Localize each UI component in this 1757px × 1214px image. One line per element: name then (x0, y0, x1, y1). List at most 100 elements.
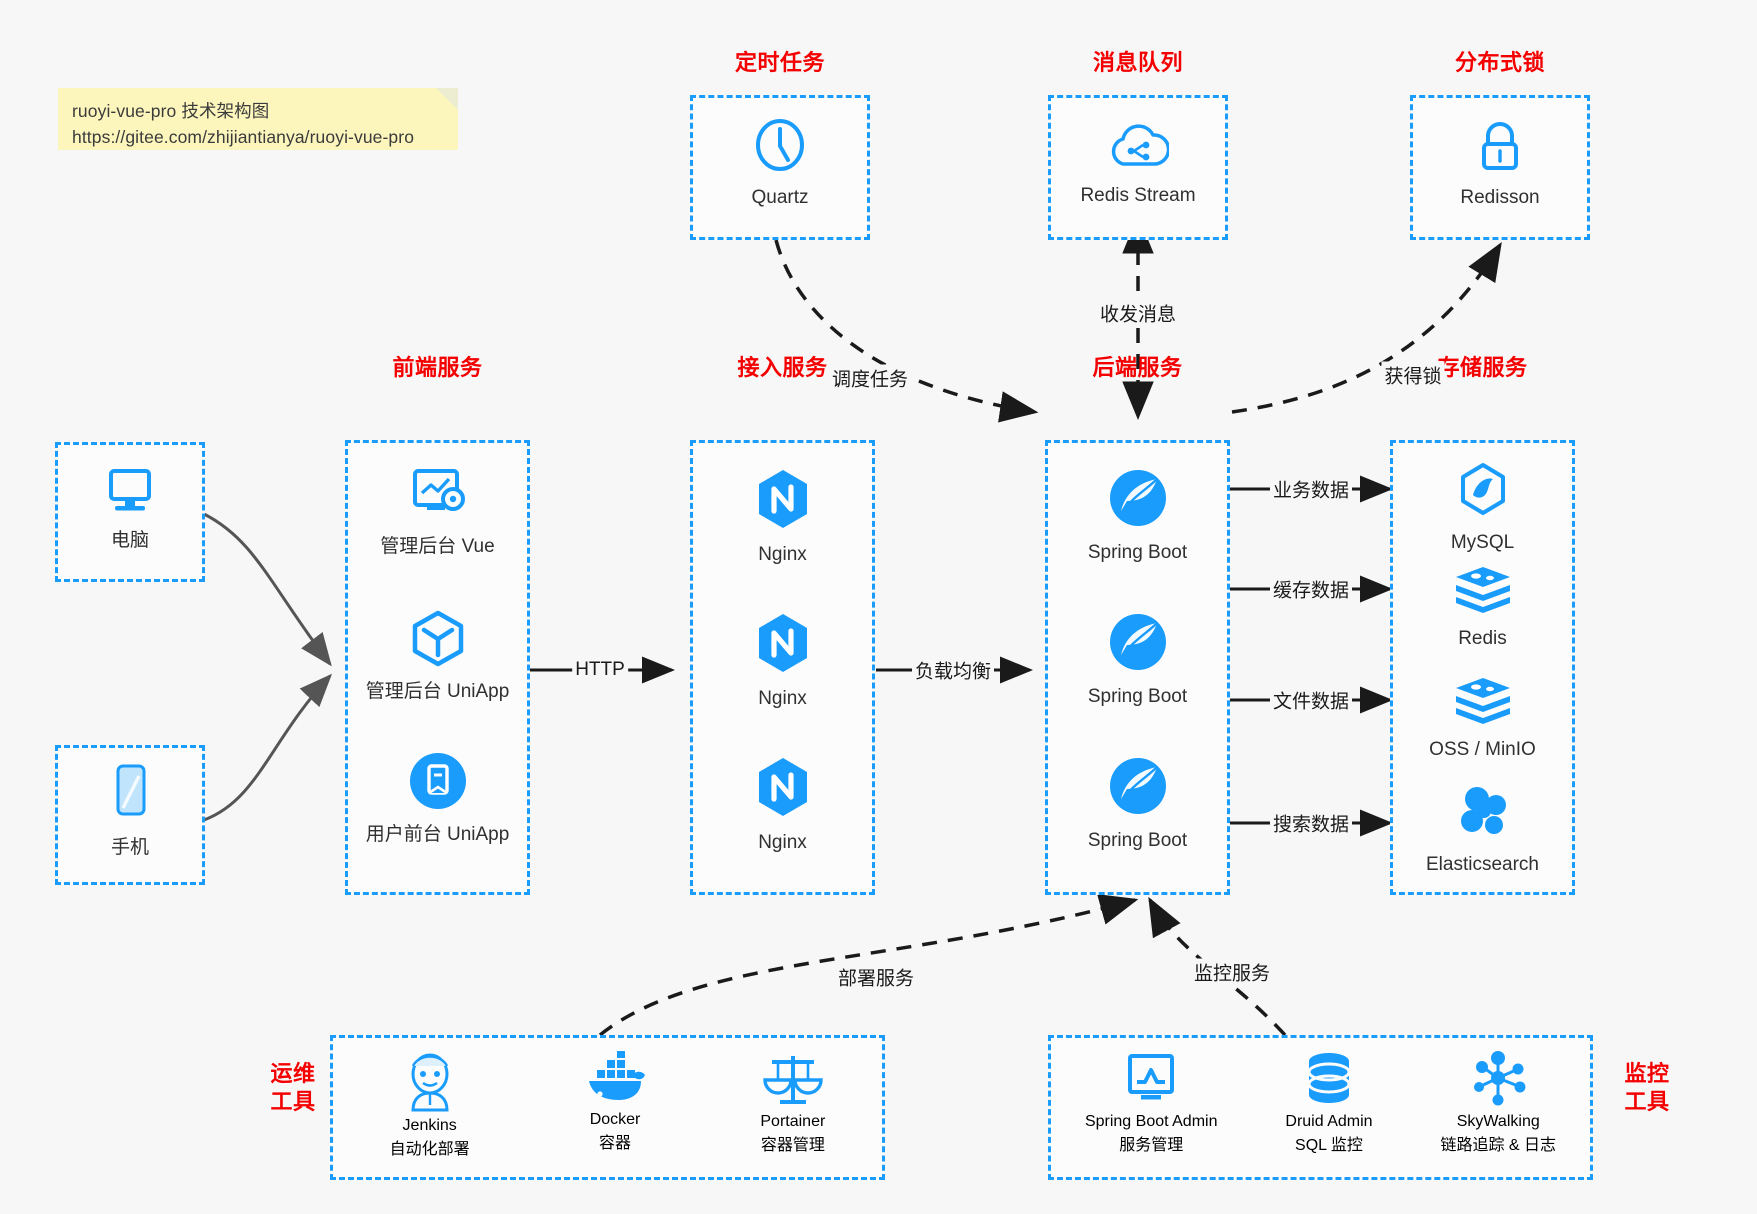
group-title-backend: 后端服务 (1092, 355, 1183, 380)
node-label: 手机 (110, 837, 149, 858)
docker-icon (583, 1050, 647, 1111)
node-portainer[interactable]: Portainer 容器管理 (760, 1050, 825, 1159)
jenkins-icon (400, 1050, 460, 1117)
node-label: Redis (1458, 628, 1507, 649)
desktop-computer-icon (101, 463, 159, 522)
note-url: https://gitee.com/zhijiantianya/ruoyi-vu… (72, 127, 415, 148)
note-title: ruoyi-vue-pro 技术架构图 (72, 101, 270, 121)
group-title-distributed-lock: 分布式锁 (1454, 50, 1545, 75)
edge-label-business-data: 业务数据 (1269, 475, 1353, 503)
node-sublabel: 自动化部署 (389, 1141, 470, 1158)
group-title-monitor: 监控 工具 (1612, 1060, 1682, 1115)
node-sublabel: SQL 监控 (1295, 1137, 1363, 1154)
node-mobile[interactable]: 手机 (58, 762, 202, 861)
node-label: OSS / MinIO (1429, 739, 1536, 760)
node-sublabel: 容器 (599, 1135, 632, 1152)
cube-icon (409, 608, 467, 673)
edge-label-cache-data: 缓存数据 (1269, 575, 1353, 603)
group-title-scheduled-task: 定时任务 (734, 50, 825, 75)
nginx-icon (754, 467, 812, 536)
node-label: 管理后台 UniApp (365, 681, 510, 702)
node-nginx-2[interactable]: Nginx (693, 611, 872, 712)
edge-label-file-data: 文件数据 (1269, 686, 1353, 714)
node-oss-minio[interactable]: OSS / MinIO (1393, 676, 1572, 763)
group-box-frontend: 管理后台 Vue 管理后台 UniApp 用户前台 UniApp (345, 440, 530, 895)
group-title-devops: 运维 工具 (258, 1060, 328, 1115)
dashboard-gear-icon (407, 465, 469, 528)
oss-minio-icon (1452, 676, 1514, 731)
group-box-client-mobile: 手机 (55, 745, 205, 885)
node-label: Quartz (751, 187, 809, 208)
cloud-stream-icon (1107, 120, 1171, 177)
node-label: SkyWalking (1456, 1113, 1540, 1130)
redis-icon (1452, 565, 1514, 620)
node-label: Nginx (758, 688, 807, 709)
group-title-frontend: 前端服务 (392, 355, 483, 380)
group-title-storage: 存储服务 (1437, 355, 1528, 380)
edge-label-acquire-lock: 获得锁 (1381, 361, 1445, 389)
node-elasticsearch[interactable]: Elasticsearch (1393, 783, 1572, 878)
node-docker[interactable]: Docker 容器 (583, 1050, 647, 1159)
node-desktop[interactable]: 电脑 (58, 463, 202, 554)
group-box-backend: Spring Boot Spring Boot Spring Boot (1045, 440, 1230, 895)
node-label: Spring Boot (1087, 686, 1188, 707)
spring-boot-icon (1107, 755, 1169, 822)
node-label: Spring Boot (1087, 542, 1188, 563)
nginx-icon (754, 755, 812, 824)
spring-boot-icon (1107, 611, 1169, 678)
group-box-storage: MySQL Redis (1390, 440, 1575, 895)
app-window-icon (408, 751, 468, 816)
elasticsearch-icon (1452, 783, 1514, 846)
node-label: Spring Boot (1087, 830, 1188, 851)
node-label: 电脑 (110, 530, 149, 551)
group-box-scheduled-task: Quartz (690, 95, 870, 240)
node-redis-stream[interactable]: Redis Stream (1051, 120, 1225, 209)
skywalking-node-icon (1468, 1050, 1528, 1113)
node-label: Redisson (1460, 187, 1540, 208)
group-title-devops-line2: 工具 (270, 1088, 316, 1114)
node-label: MySQL (1450, 532, 1515, 553)
node-quartz[interactable]: Quartz (693, 116, 867, 211)
group-box-client-desktop: 电脑 (55, 442, 205, 582)
node-label: Druid Admin (1285, 1113, 1373, 1130)
node-user-uniapp[interactable]: 用户前台 UniApp (348, 751, 527, 848)
node-label: Portainer (760, 1113, 826, 1130)
spring-boot-icon (1107, 467, 1169, 534)
node-druid-admin[interactable]: Druid Admin SQL 监控 (1285, 1050, 1373, 1155)
node-spring-boot-1[interactable]: Spring Boot (1048, 467, 1227, 566)
mobile-phone-icon (105, 762, 155, 829)
node-sublabel: 链路追踪 & 日志 (1440, 1137, 1557, 1154)
group-title-monitor-line2: 工具 (1624, 1088, 1670, 1114)
edge-label-schedule: 调度任务 (828, 364, 912, 392)
node-label: Docker (589, 1111, 641, 1128)
node-nginx-3[interactable]: Nginx (693, 755, 872, 856)
node-redis[interactable]: Redis (1393, 565, 1572, 652)
node-redisson[interactable]: Redisson (1413, 118, 1587, 211)
node-jenkins[interactable]: Jenkins 自动化部署 (390, 1050, 470, 1159)
node-mysql[interactable]: MySQL (1393, 461, 1572, 556)
group-box-devops: Jenkins 自动化部署 (330, 1035, 885, 1180)
lock-icon (1472, 118, 1528, 179)
node-spring-boot-3[interactable]: Spring Boot (1048, 755, 1227, 854)
node-admin-uniapp[interactable]: 管理后台 UniApp (348, 608, 527, 705)
group-box-monitor: Spring Boot Admin 服务管理 Druid Admin SQL 监… (1048, 1035, 1593, 1180)
node-label: 用户前台 UniApp (365, 824, 510, 845)
diagram-note: ruoyi-vue-pro 技术架构图 https://gitee.com/zh… (58, 88, 458, 150)
node-label: Redis Stream (1080, 185, 1196, 206)
group-title-message-queue: 消息队列 (1092, 50, 1183, 75)
node-admin-vue[interactable]: 管理后台 Vue (348, 465, 527, 560)
edge-label-search-data: 搜索数据 (1269, 809, 1353, 837)
edge-label-http: HTTP (572, 659, 628, 681)
node-spring-boot-admin[interactable]: Spring Boot Admin 服务管理 (1085, 1050, 1217, 1155)
clock-icon (751, 116, 809, 179)
node-spring-boot-2[interactable]: Spring Boot (1048, 611, 1227, 710)
edge-label-send-receive: 收发消息 (1096, 299, 1180, 327)
node-sublabel: 容器管理 (760, 1137, 825, 1154)
group-title-devops-line1: 运维 (270, 1061, 316, 1086)
node-nginx-1[interactable]: Nginx (693, 467, 872, 568)
node-skywalking[interactable]: SkyWalking 链路追踪 & 日志 (1440, 1050, 1556, 1155)
nginx-icon (754, 611, 812, 680)
node-label: 管理后台 Vue (380, 536, 495, 557)
node-label: Elasticsearch (1426, 854, 1539, 875)
